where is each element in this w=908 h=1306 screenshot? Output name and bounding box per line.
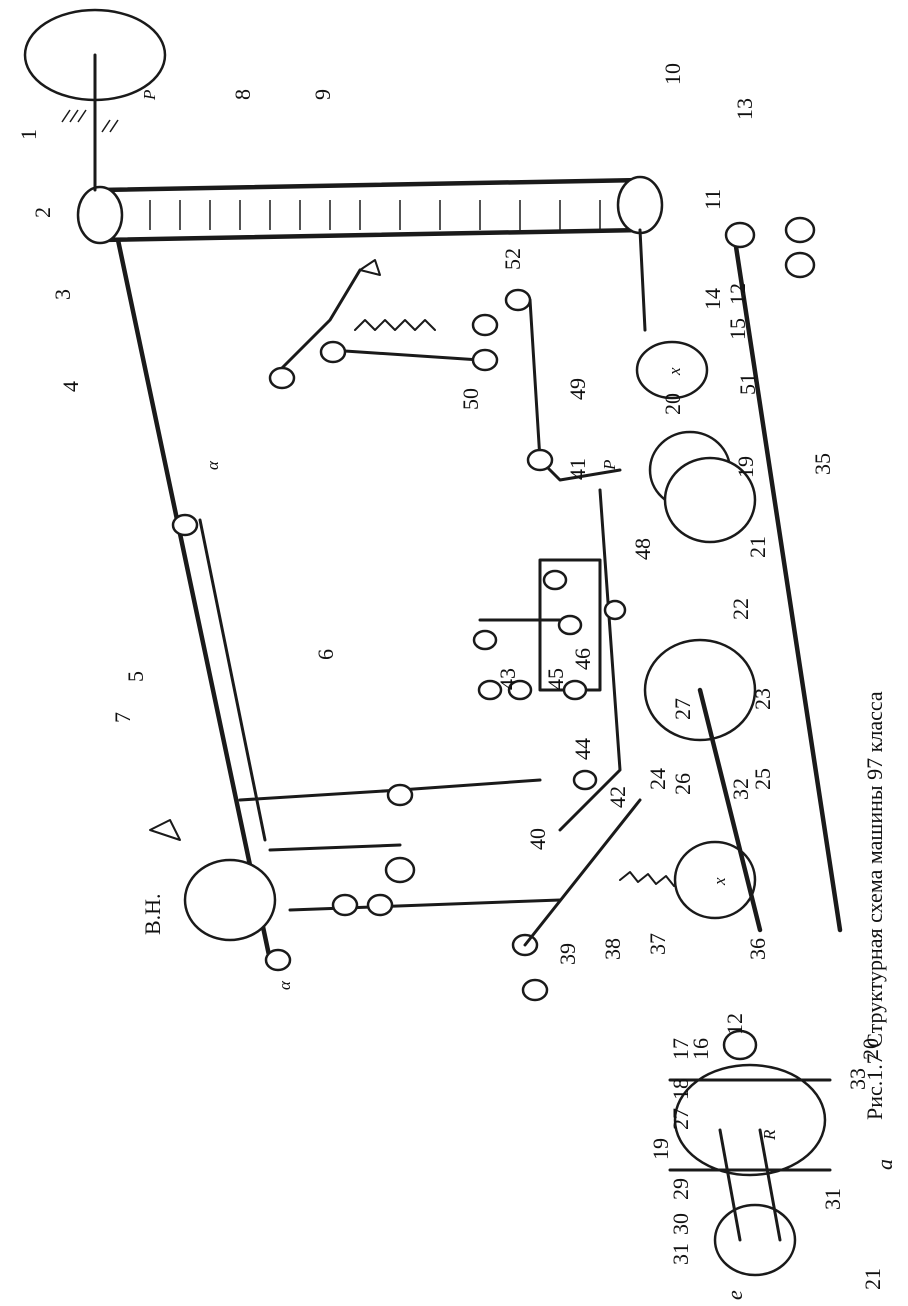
inset-callout: 12 [722, 1013, 747, 1035]
inset-callout: 30 [668, 1213, 693, 1235]
callout: 12 [725, 283, 750, 305]
glyph-r: R [760, 1129, 779, 1141]
callout: 35 [810, 453, 835, 475]
glyph-alpha: α [275, 980, 294, 990]
inset-callout: 21 [860, 1268, 885, 1290]
callout: 32 [728, 778, 753, 800]
callout: 19 [733, 456, 758, 478]
callout: 26 [670, 773, 695, 795]
callout: 27 [670, 698, 695, 720]
callout-labels: 1 2 3 4 5 6 7 8 9 10 13 11 12 14 15 20 5… [16, 63, 835, 965]
inset-callout: 19 [648, 1138, 673, 1160]
glyph-p: P [600, 460, 619, 471]
flywheel [23, 8, 167, 192]
callout: 38 [600, 938, 625, 960]
callout: 50 [458, 388, 483, 410]
callout: 22 [728, 598, 753, 620]
inset-callout: 16 [688, 1038, 713, 1060]
callout: 49 [565, 378, 590, 400]
inset-callout: 31 [668, 1243, 693, 1265]
callout: 8 [230, 89, 255, 100]
lower-shaft [732, 237, 843, 933]
figure-caption: Рис.1.7 Структурная схема машины 97 клас… [862, 691, 887, 1120]
callout: 20 [660, 393, 685, 415]
callout: 40 [525, 828, 550, 850]
inset-callout: 18 [668, 1078, 693, 1100]
inset-callout: 31 [820, 1188, 845, 1210]
callout: 5 [123, 671, 148, 682]
main-shaft [115, 237, 273, 963]
sublabel-a: а [872, 1159, 897, 1170]
callout: 43 [495, 668, 520, 690]
callout: 44 [570, 738, 595, 760]
callout: 45 [543, 668, 568, 690]
callout: 7 [110, 712, 135, 723]
callout: 6 [313, 649, 338, 660]
glyph-alpha: α [203, 460, 222, 470]
callout: 24 [645, 768, 670, 790]
glyph-x: x [710, 877, 729, 886]
right-mechanism [635, 216, 816, 933]
callout: 51 [735, 373, 760, 395]
callout: 15 [725, 318, 750, 340]
inset-callout: 20 [858, 1038, 883, 1060]
central-linkage [472, 298, 627, 832]
callout: 21 [745, 536, 770, 558]
callout: 25 [750, 768, 775, 790]
callout: 41 [565, 458, 590, 480]
inset-detail [668, 1029, 832, 1277]
callout: 46 [570, 648, 595, 670]
callout: 4 [58, 381, 83, 392]
callout: 48 [630, 538, 655, 560]
callout: 36 [745, 938, 770, 960]
callout: 10 [660, 63, 685, 85]
inset-callout: 17 [668, 1038, 693, 1060]
upper-linkage [268, 259, 532, 390]
callout: 14 [700, 288, 725, 310]
belt-frame [76, 175, 664, 245]
inset-callout: 27 [668, 1108, 693, 1130]
shaft-6 [198, 518, 267, 842]
callout: 11 [700, 189, 725, 210]
glyph-x: x [665, 367, 684, 376]
callout: 2 [30, 207, 55, 218]
inset-callout: 29 [668, 1178, 693, 1200]
callout: 52 [500, 248, 525, 270]
sublabel-e: е [722, 1290, 747, 1300]
callout: 9 [310, 89, 335, 100]
inset-callout: 33 [845, 1068, 870, 1090]
vn-label: В.Н. [140, 893, 165, 935]
callout: 1 [16, 129, 41, 140]
needle-region [149, 513, 675, 1002]
inset-labels: 12 16 17 18 19 20 21 27 29 30 31 31 33 [648, 1013, 885, 1290]
callout: 13 [732, 98, 757, 120]
callout: 37 [645, 933, 670, 955]
callout: 3 [50, 289, 75, 300]
callout: 42 [605, 786, 630, 808]
callout: 39 [555, 943, 580, 965]
callout: 23 [750, 688, 775, 710]
glyph-p: P [140, 90, 159, 101]
